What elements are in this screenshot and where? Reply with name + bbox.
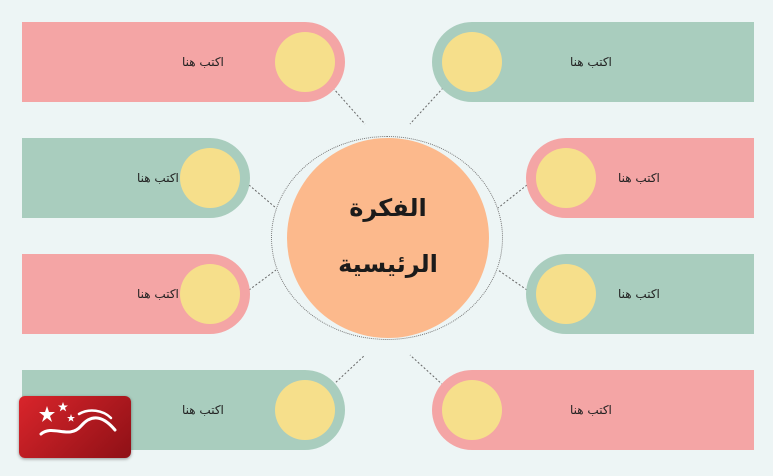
node-label: اكتب هنا [182, 403, 224, 417]
node-bottom-right: اكتب هنا [432, 370, 754, 450]
node-circle [442, 380, 502, 440]
node-label: اكتب هنا [182, 55, 224, 69]
node-top-right: اكتب هنا [432, 22, 754, 102]
node-label: اكتب هنا [570, 55, 612, 69]
brand-logo [19, 396, 131, 458]
node-circle [275, 380, 335, 440]
connector-8 [409, 354, 444, 386]
node-mid-lower-left: اكتب هنا [22, 254, 250, 334]
node-circle [536, 148, 596, 208]
node-label: اكتب هنا [570, 403, 612, 417]
central-idea-line-1: الفكرة [349, 194, 427, 222]
central-idea: الفكرة الرئيسية [287, 138, 489, 338]
node-circle [536, 264, 596, 324]
connector-6 [497, 269, 528, 291]
connector-3 [248, 184, 277, 209]
central-idea-line-2: الرئيسية [338, 250, 438, 278]
node-label: اكتب هنا [137, 287, 179, 301]
node-circle [442, 32, 502, 92]
node-mid-upper-left: اكتب هنا [22, 138, 250, 218]
node-mid-lower-right: اكتب هنا [526, 254, 754, 334]
star-icon [39, 402, 117, 436]
center-dotted-ring [271, 136, 503, 340]
node-circle [180, 264, 240, 324]
connector-7 [332, 354, 366, 386]
connector-5 [248, 269, 277, 291]
connector-1 [332, 87, 366, 125]
node-mid-upper-right: اكتب هنا [526, 138, 754, 218]
node-label: اكتب هنا [618, 171, 660, 185]
node-label: اكتب هنا [618, 287, 660, 301]
connector-4 [497, 184, 528, 209]
node-circle [275, 32, 335, 92]
node-top-left: اكتب هنا [22, 22, 345, 102]
node-label: اكتب هنا [137, 171, 179, 185]
connector-2 [409, 87, 444, 125]
node-circle [180, 148, 240, 208]
